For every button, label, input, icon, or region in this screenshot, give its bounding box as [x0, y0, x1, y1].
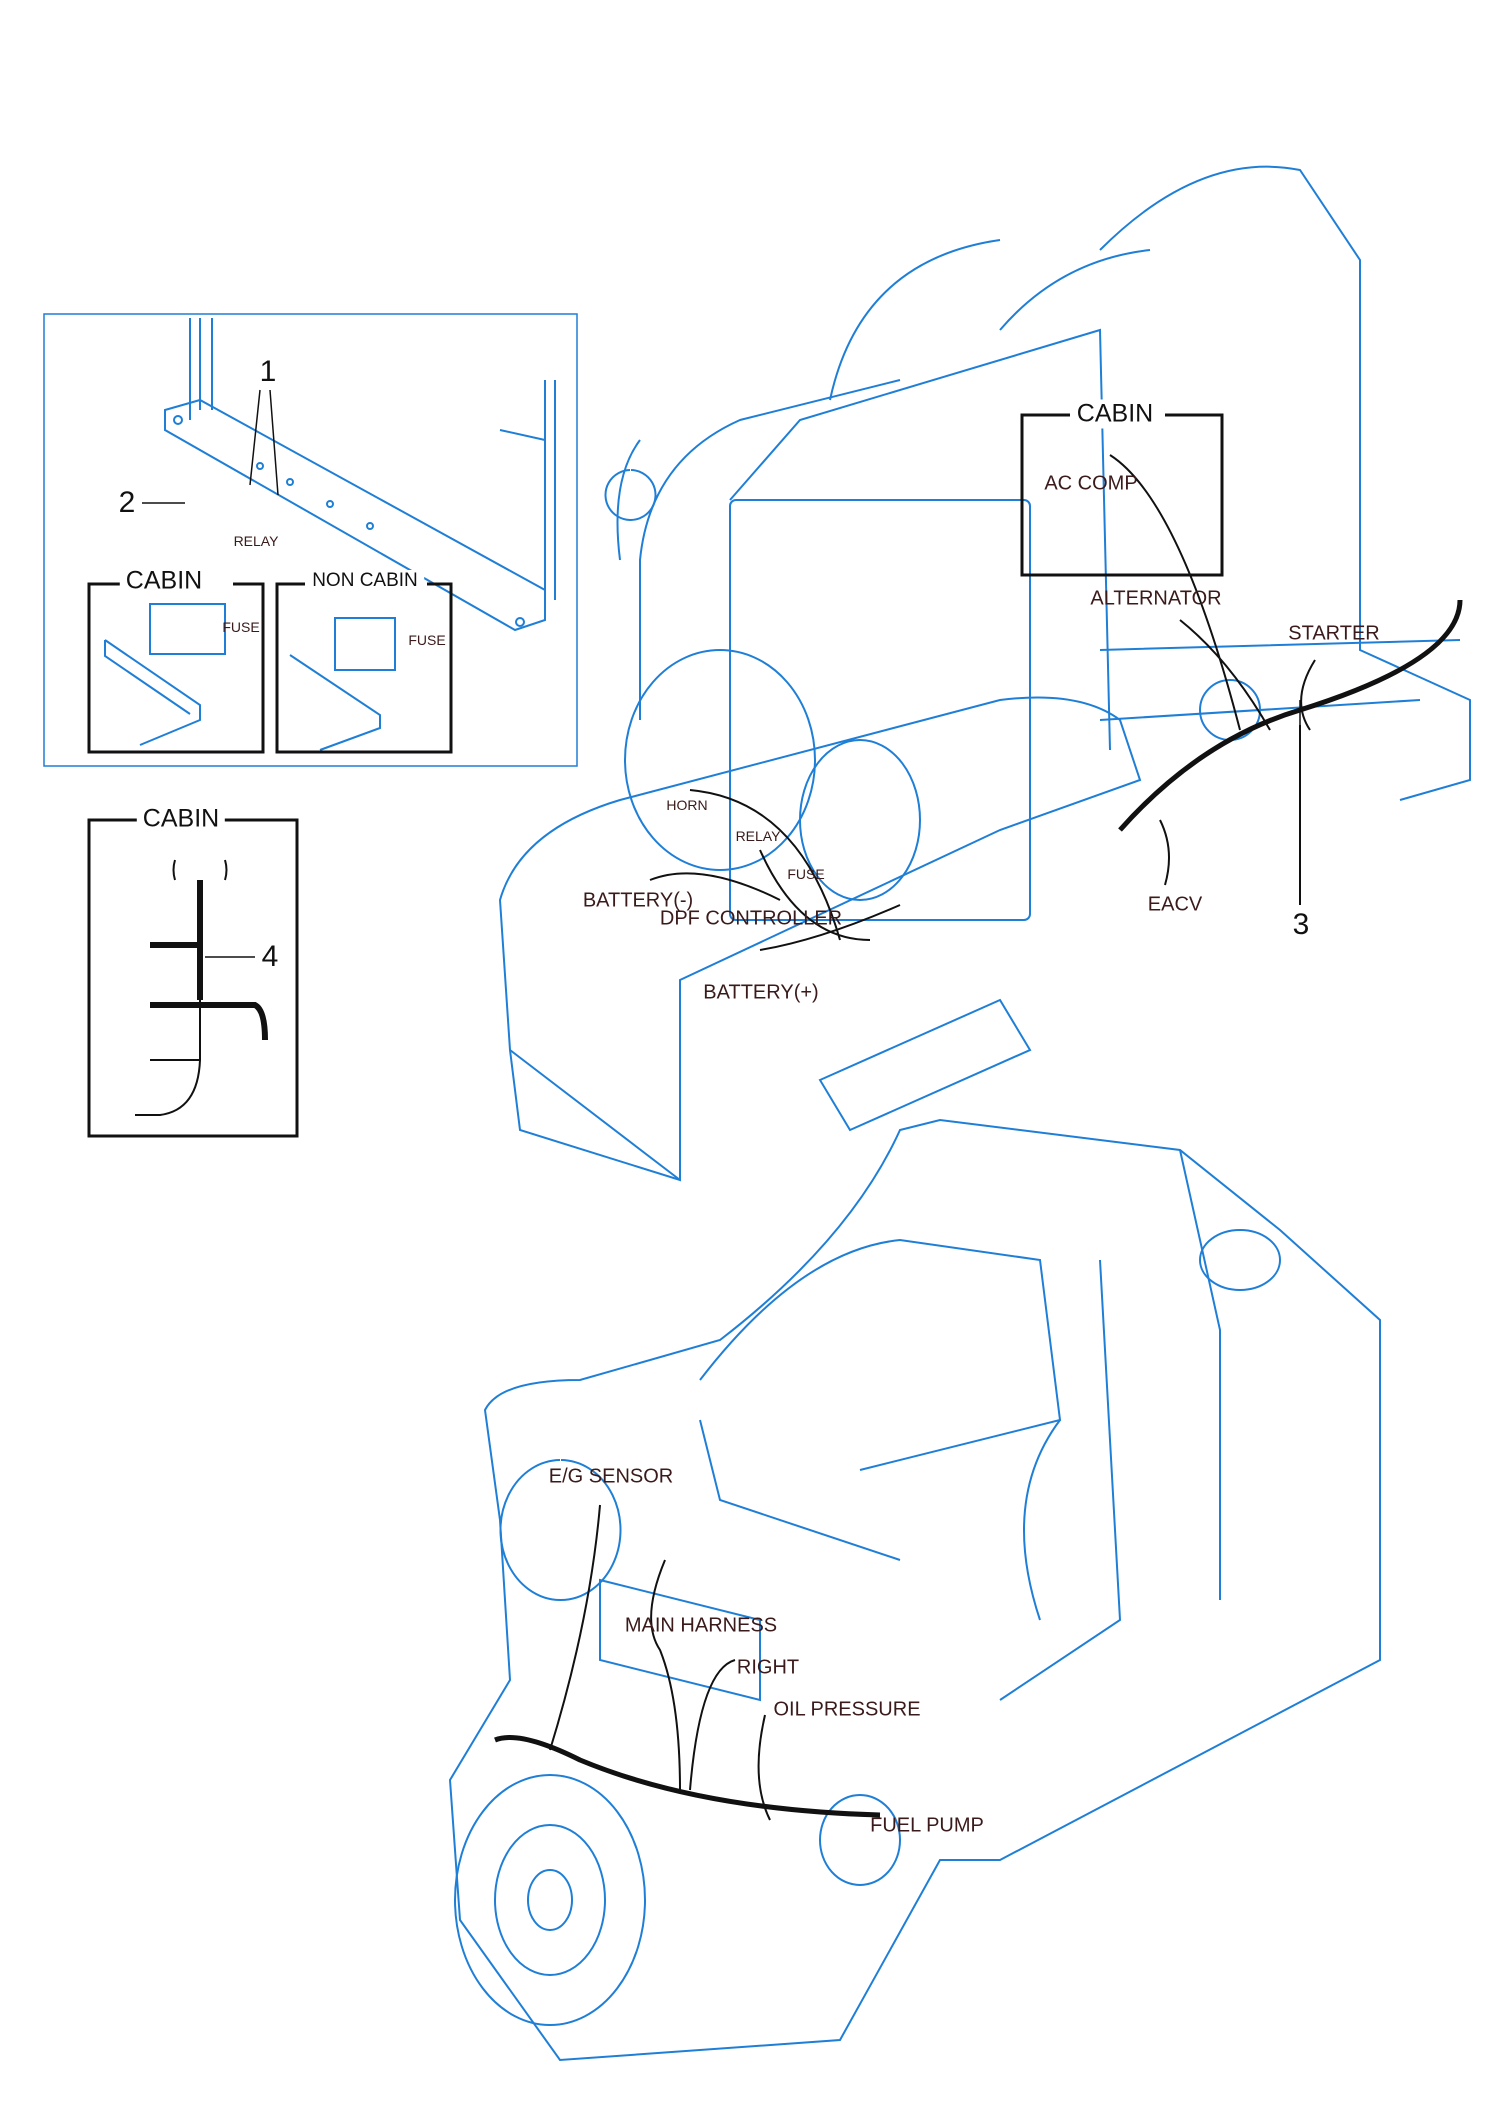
- label-eacv: EACV: [1147, 893, 1203, 916]
- label-ac-comp: AC COMP: [1044, 472, 1138, 495]
- inset-frame: [43, 313, 578, 767]
- fuse-label-non-cabin: FUSE: [408, 632, 446, 648]
- label-battery-neg: BATTERY(-): [582, 889, 694, 912]
- cabin-title: CABIN: [119, 566, 209, 596]
- upper-cabin-title: CABIN: [1070, 399, 1160, 429]
- label-main-harness: MAIN HARNESS: [624, 1614, 778, 1637]
- cabin-fuse-box: [87, 582, 265, 754]
- label-relay: RELAY: [735, 828, 781, 844]
- upper-cabin-box: [1020, 413, 1224, 577]
- wiring-harness: [135, 454, 1463, 1821]
- label-oil-pressure: OIL PRESSURE: [773, 1698, 921, 1721]
- fuse-non-cabin-drawing: [289, 617, 396, 751]
- cabin-harness-box: [87, 818, 299, 1138]
- fuse-label-cabin: FUSE: [222, 619, 260, 635]
- harness-box-title: CABIN: [136, 804, 226, 834]
- label-fuel-pump: FUEL PUMP: [870, 1814, 984, 1837]
- label-alternator: ALTERNATOR: [1090, 587, 1222, 610]
- callout-1: 1: [259, 355, 277, 388]
- relay-bracket-drawing: [164, 318, 556, 632]
- callout-2: 2: [118, 486, 136, 519]
- non-cabin-title: NON CABIN: [306, 570, 424, 592]
- lower-engine-drawing: [448, 1118, 1381, 2062]
- upper-engine-drawing: [498, 165, 1471, 1182]
- relay-label: RELAY: [233, 533, 279, 549]
- label-right: RIGHT: [736, 1656, 800, 1679]
- label-starter: STARTER: [1288, 622, 1380, 645]
- label-dpf-controller: DPF CONTROLLER: [659, 907, 843, 930]
- callout-leaders: [142, 389, 1301, 958]
- label-fuse: FUSE: [787, 866, 825, 882]
- label-eg-sensor: E/G SENSOR: [548, 1465, 674, 1488]
- callout-4: 4: [261, 940, 279, 973]
- label-horn: HORN: [666, 797, 708, 813]
- fuse-cabin-drawing: [104, 603, 226, 746]
- non-cabin-fuse-box: [275, 582, 453, 754]
- label-battery-pos: BATTERY(+): [703, 981, 819, 1004]
- callout-3: 3: [1292, 908, 1310, 941]
